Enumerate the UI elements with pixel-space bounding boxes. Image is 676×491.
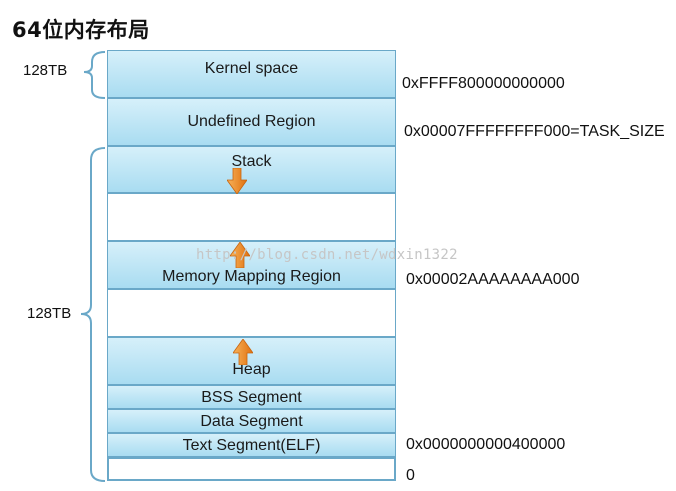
task-size-address: 0x00007FFFFFFFF000=TASK_SIZE [404, 123, 665, 140]
kernel-brace [83, 51, 106, 99]
kernel-space-label: Kernel space [204, 60, 299, 77]
bss-label: BSS Segment [201, 389, 302, 406]
undefined-region-label: Undefined Region [187, 113, 316, 130]
kernel-start-address: 0xFFFF800000000000 [402, 75, 565, 92]
stack-down-arrow-icon [227, 168, 247, 194]
mmap-base-address: 0x00002AAAAAAAA000 [406, 271, 580, 288]
zero-address: 0 [406, 467, 415, 484]
stack-label: Stack [231, 153, 272, 170]
mmap-label: Memory Mapping Region [162, 268, 341, 285]
watermark-text: http://blog.csdn.net/wdxin1322 [196, 247, 458, 263]
kernel-space-segment: Kernel space [107, 50, 396, 98]
heap-label: Heap [232, 361, 271, 378]
heap-segment: Heap [107, 337, 396, 385]
mmap-segment: Memory Mapping Region [107, 241, 396, 289]
user-brace [80, 147, 106, 482]
text-start-address: 0x0000000000400000 [406, 436, 566, 453]
mmap-up-arrow-icon [230, 242, 250, 268]
stack-segment: Stack [107, 146, 396, 193]
text-label: Text Segment(ELF) [182, 437, 321, 454]
text-segment: Text Segment(ELF) [107, 433, 396, 457]
stack-free-space [107, 193, 396, 241]
page-title: 64位内存布局 [12, 18, 150, 42]
undefined-region-segment: Undefined Region [107, 98, 396, 146]
data-segment: Data Segment [107, 409, 396, 433]
kernel-size-label: 128TB [23, 62, 68, 79]
heap-up-arrow-icon [233, 339, 253, 365]
reserved-bottom-segment [107, 457, 396, 481]
mmap-free-space [107, 289, 396, 337]
user-size-label: 128TB [27, 305, 72, 322]
data-label: Data Segment [200, 413, 303, 430]
bss-segment: BSS Segment [107, 385, 396, 409]
